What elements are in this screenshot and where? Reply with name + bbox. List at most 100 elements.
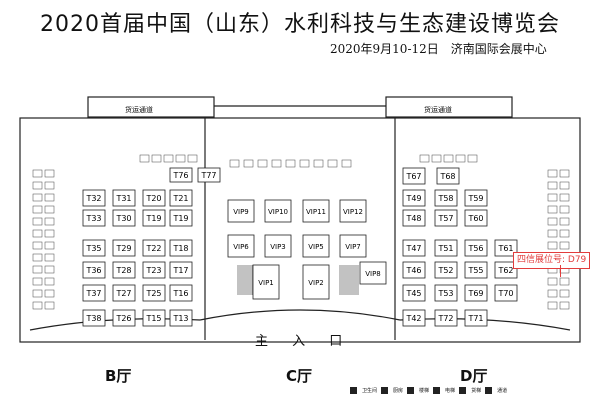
- booth: [82, 261, 106, 279]
- booth: [112, 309, 136, 327]
- booth: [464, 239, 488, 257]
- booth: [464, 261, 488, 279]
- booth: [142, 209, 166, 227]
- booth-label: T13: [172, 314, 188, 323]
- booth-label: VIP6: [233, 243, 249, 251]
- booth-label: T48: [405, 214, 421, 223]
- small-booth: [44, 277, 55, 286]
- small-booth: [547, 169, 558, 178]
- booth: [169, 239, 193, 257]
- booth-label: T71: [467, 314, 483, 323]
- small-booth: [559, 289, 570, 298]
- booth: [169, 261, 193, 279]
- booth-label: T29: [115, 244, 131, 253]
- freight-channel-left: [87, 96, 215, 118]
- booth-label: T46: [405, 266, 421, 275]
- small-booth: [175, 154, 186, 163]
- small-booth: [559, 169, 570, 178]
- booth: [142, 284, 166, 302]
- highlight-pointer: [560, 265, 565, 277]
- small-booth: [547, 229, 558, 238]
- small-booth: [547, 301, 558, 310]
- booth-label: T32: [85, 194, 101, 203]
- legend-item: 卫生间: [362, 388, 378, 394]
- freight-label-left: 货运通道: [125, 105, 153, 114]
- booth-label: VIP12: [343, 208, 363, 216]
- booth-label: T60: [467, 214, 483, 223]
- booth: [264, 234, 292, 258]
- event-date-venue: 2020年9月10-12日 济南国际会展中心: [330, 42, 547, 56]
- small-booth: [547, 193, 558, 202]
- booth-label: T19: [172, 214, 188, 223]
- hall-label-c: C厅: [286, 367, 313, 385]
- booth: [302, 264, 330, 300]
- booth-label: T42: [405, 314, 421, 323]
- booth: [112, 209, 136, 227]
- small-booth: [229, 159, 240, 168]
- small-booth: [163, 154, 174, 163]
- booth: [464, 209, 488, 227]
- booth-label: T77: [200, 171, 216, 180]
- booth-label: T30: [115, 214, 131, 223]
- booth: [339, 234, 367, 258]
- booth-label: T19: [145, 214, 161, 223]
- small-booth: [32, 169, 43, 178]
- small-booth: [257, 159, 268, 168]
- booth-label: T49: [405, 194, 421, 203]
- booth: [112, 284, 136, 302]
- booth-label: T35: [85, 244, 101, 253]
- booth-label: T67: [405, 172, 421, 181]
- booth: [252, 264, 280, 300]
- booth: [112, 189, 136, 207]
- small-booth: [44, 253, 55, 262]
- booth-label: T56: [467, 244, 483, 253]
- page-title: 2020首届中国（山东）水利科技与生态建设博览会: [40, 12, 560, 37]
- booth-label: VIP2: [308, 279, 324, 287]
- small-booth: [44, 181, 55, 190]
- small-booth: [32, 253, 43, 262]
- booth: [227, 199, 255, 223]
- highlight-booth-label: 四信展位号: D79: [513, 252, 591, 269]
- booth: [434, 261, 458, 279]
- booth-label: VIP7: [345, 243, 361, 251]
- booth: [302, 199, 330, 223]
- small-booth: [32, 241, 43, 250]
- booth-label: VIP9: [233, 208, 249, 216]
- legend-item: 厨房: [393, 388, 404, 394]
- booth-label: T38: [85, 314, 101, 323]
- hall-label-d: D厅: [460, 367, 488, 385]
- booth: [169, 167, 193, 183]
- booth-label: VIP3: [270, 243, 286, 251]
- small-booth: [559, 277, 570, 286]
- small-booth: [455, 154, 466, 163]
- booth-label: T47: [405, 244, 421, 253]
- booth: [82, 309, 106, 327]
- booth-label: T23: [145, 266, 161, 275]
- booth-label: T55: [467, 266, 483, 275]
- freight-channel-right: [385, 96, 513, 118]
- small-booth: [559, 217, 570, 226]
- booth: [264, 199, 292, 223]
- booth: [142, 261, 166, 279]
- booth: [402, 284, 426, 302]
- legend-item: 通道: [497, 388, 508, 394]
- booth: [142, 189, 166, 207]
- small-booth: [559, 193, 570, 202]
- booth: [494, 284, 518, 302]
- legend-item: 楼梯: [419, 388, 430, 394]
- booth-label: T15: [145, 314, 161, 323]
- small-booth: [559, 241, 570, 250]
- booth-label: T76: [172, 171, 188, 180]
- booth: [434, 189, 458, 207]
- booth: [169, 189, 193, 207]
- booth: [494, 261, 518, 279]
- small-booth: [559, 229, 570, 238]
- booth-label: T70: [497, 289, 513, 298]
- booth-label: T21: [172, 194, 188, 203]
- booth-label: T33: [85, 214, 101, 223]
- small-booth: [32, 229, 43, 238]
- booth-label: T72: [437, 314, 453, 323]
- booth: [434, 239, 458, 257]
